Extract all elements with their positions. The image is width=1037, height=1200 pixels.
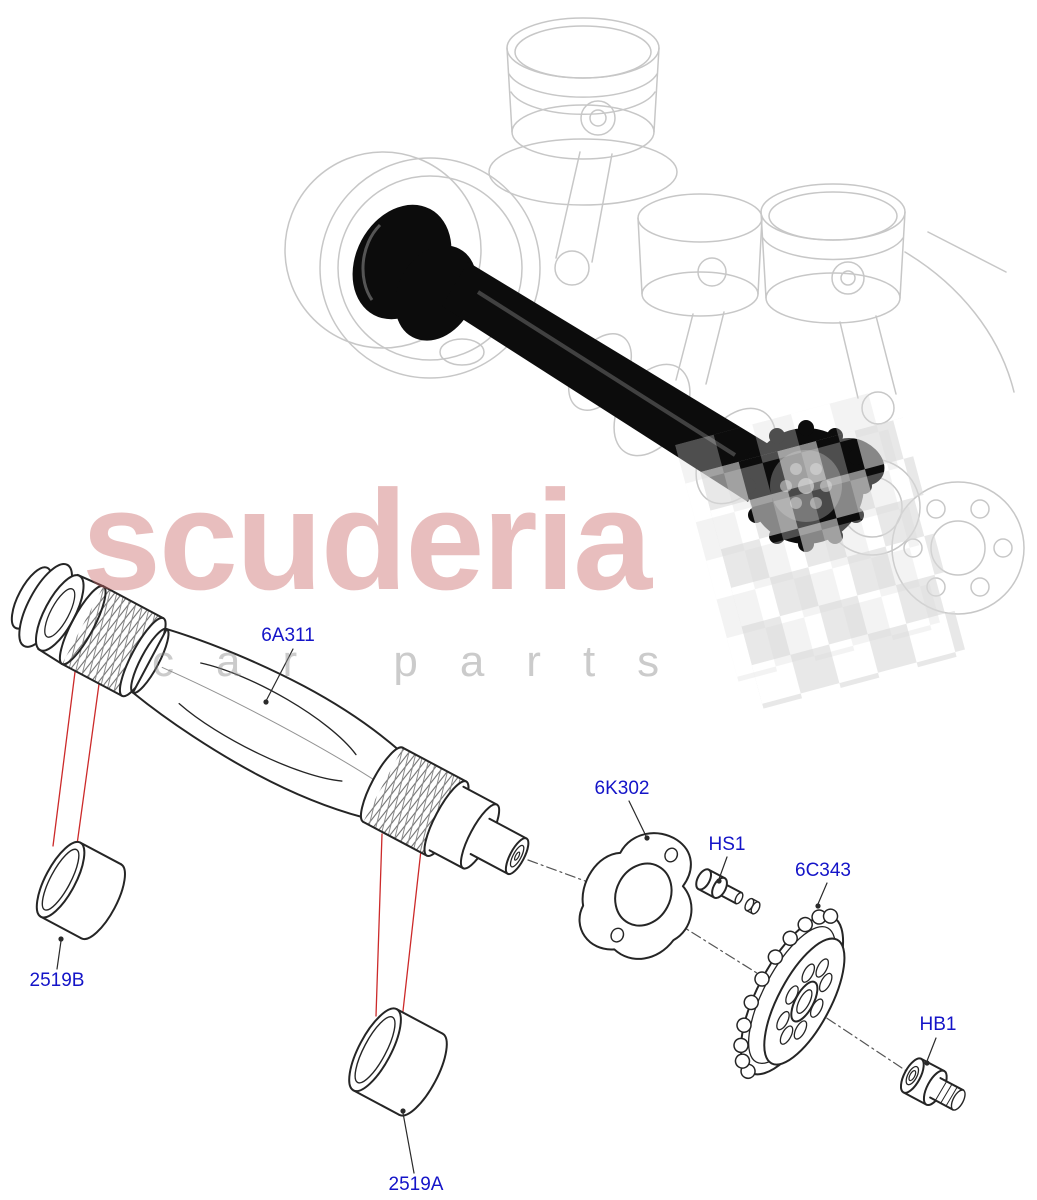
bushing-2519b[interactable] <box>28 836 135 946</box>
gasket-plate-6k302[interactable] <box>561 811 721 979</box>
balance-shaft-part[interactable] <box>0 548 547 904</box>
label-leader-lines <box>56 648 937 1174</box>
part-label-6a311[interactable]: 6A311 <box>261 625 315 646</box>
watermark-brand: scuderia <box>82 461 652 620</box>
bolt-hs1[interactable] <box>693 867 747 909</box>
part-label-hb1[interactable]: HB1 <box>919 1014 957 1035</box>
part-label-2519a[interactable]: 2519A <box>388 1174 444 1195</box>
red-leader-lines <box>52 671 422 1021</box>
part-label-6k302[interactable]: 6K302 <box>594 778 650 799</box>
spacer-bushing <box>744 897 761 915</box>
sprocket-6c343[interactable] <box>711 892 872 1098</box>
part-label-2519b[interactable]: 2519B <box>29 970 85 991</box>
part-label-hs1[interactable]: HS1 <box>708 834 746 855</box>
part-label-6c343[interactable]: 6C343 <box>795 860 851 881</box>
bolt-hb1[interactable] <box>896 1055 971 1119</box>
bushing-2519a[interactable] <box>339 1002 456 1123</box>
checkered-flag-watermark <box>675 390 967 709</box>
watermark-subtitle: car parts <box>152 637 702 686</box>
